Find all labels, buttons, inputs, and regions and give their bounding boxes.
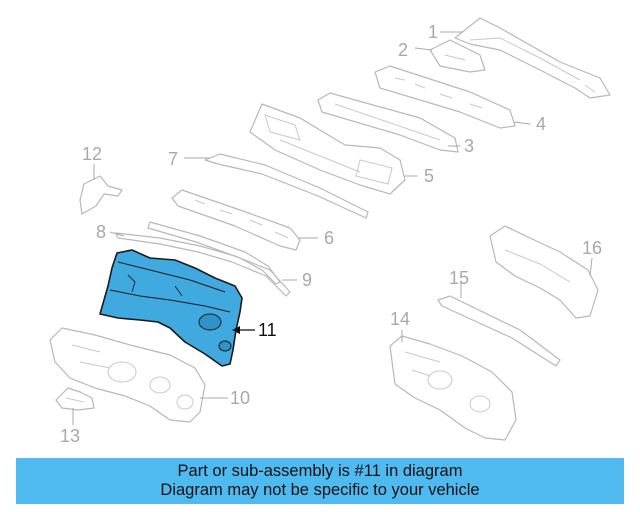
callout-9[interactable]: 9 (302, 270, 312, 290)
part-14-insulator[interactable] (389, 335, 517, 441)
callout-8[interactable]: 8 (96, 222, 106, 242)
part-11-dash-insulator[interactable] (99, 249, 243, 367)
part-4-cowl-reinforcement[interactable] (374, 65, 516, 129)
callout-1[interactable]: 1 (428, 22, 438, 42)
part-1-cowl-panel[interactable] (454, 17, 611, 99)
part-10-dash-panel[interactable] (49, 327, 206, 423)
part-7-rail[interactable] (204, 153, 369, 219)
callout-11[interactable]: 11 (258, 320, 277, 340)
part-8-seal-strip[interactable] (115, 232, 291, 297)
part-12-bracket[interactable] (79, 175, 123, 215)
callout-4[interactable]: 4 (536, 114, 546, 134)
banner-line-2: Diagram may not be specific to your vehi… (160, 481, 480, 499)
part-2-bracket[interactable] (429, 39, 486, 73)
part-6-lower-reinforcement[interactable] (171, 189, 301, 251)
callout-6[interactable]: 6 (324, 228, 334, 248)
callout-13[interactable]: 13 (60, 426, 80, 446)
callout-15[interactable]: 15 (449, 268, 469, 288)
callout-2[interactable]: 2 (398, 40, 408, 60)
part-5-cowl-vent-panel[interactable] (249, 103, 406, 195)
callout-10[interactable]: 10 (230, 388, 250, 408)
part-13-bracket[interactable] (55, 387, 95, 411)
callout-14[interactable]: 14 (390, 309, 410, 329)
leader-lines (72, 31, 593, 425)
info-banner: Part or sub-assembly is #11 in diagram D… (16, 458, 624, 504)
callout-12[interactable]: 12 (82, 144, 102, 164)
callout-7[interactable]: 7 (168, 149, 178, 169)
callout-16[interactable]: 16 (582, 238, 602, 258)
part-15-bar[interactable] (437, 295, 561, 367)
banner-line-1: Part or sub-assembly is #11 in diagram (177, 462, 463, 480)
part-16-side-panel[interactable] (489, 225, 599, 319)
part-9-seal[interactable] (147, 221, 281, 285)
callout-3[interactable]: 3 (464, 136, 474, 156)
callout-5[interactable]: 5 (424, 166, 434, 186)
part-3-cowl-assembly[interactable] (317, 92, 459, 153)
parts-diagram: 1 2 3 4 5 6 7 8 9 10 11 12 13 14 15 16 (49, 17, 611, 446)
